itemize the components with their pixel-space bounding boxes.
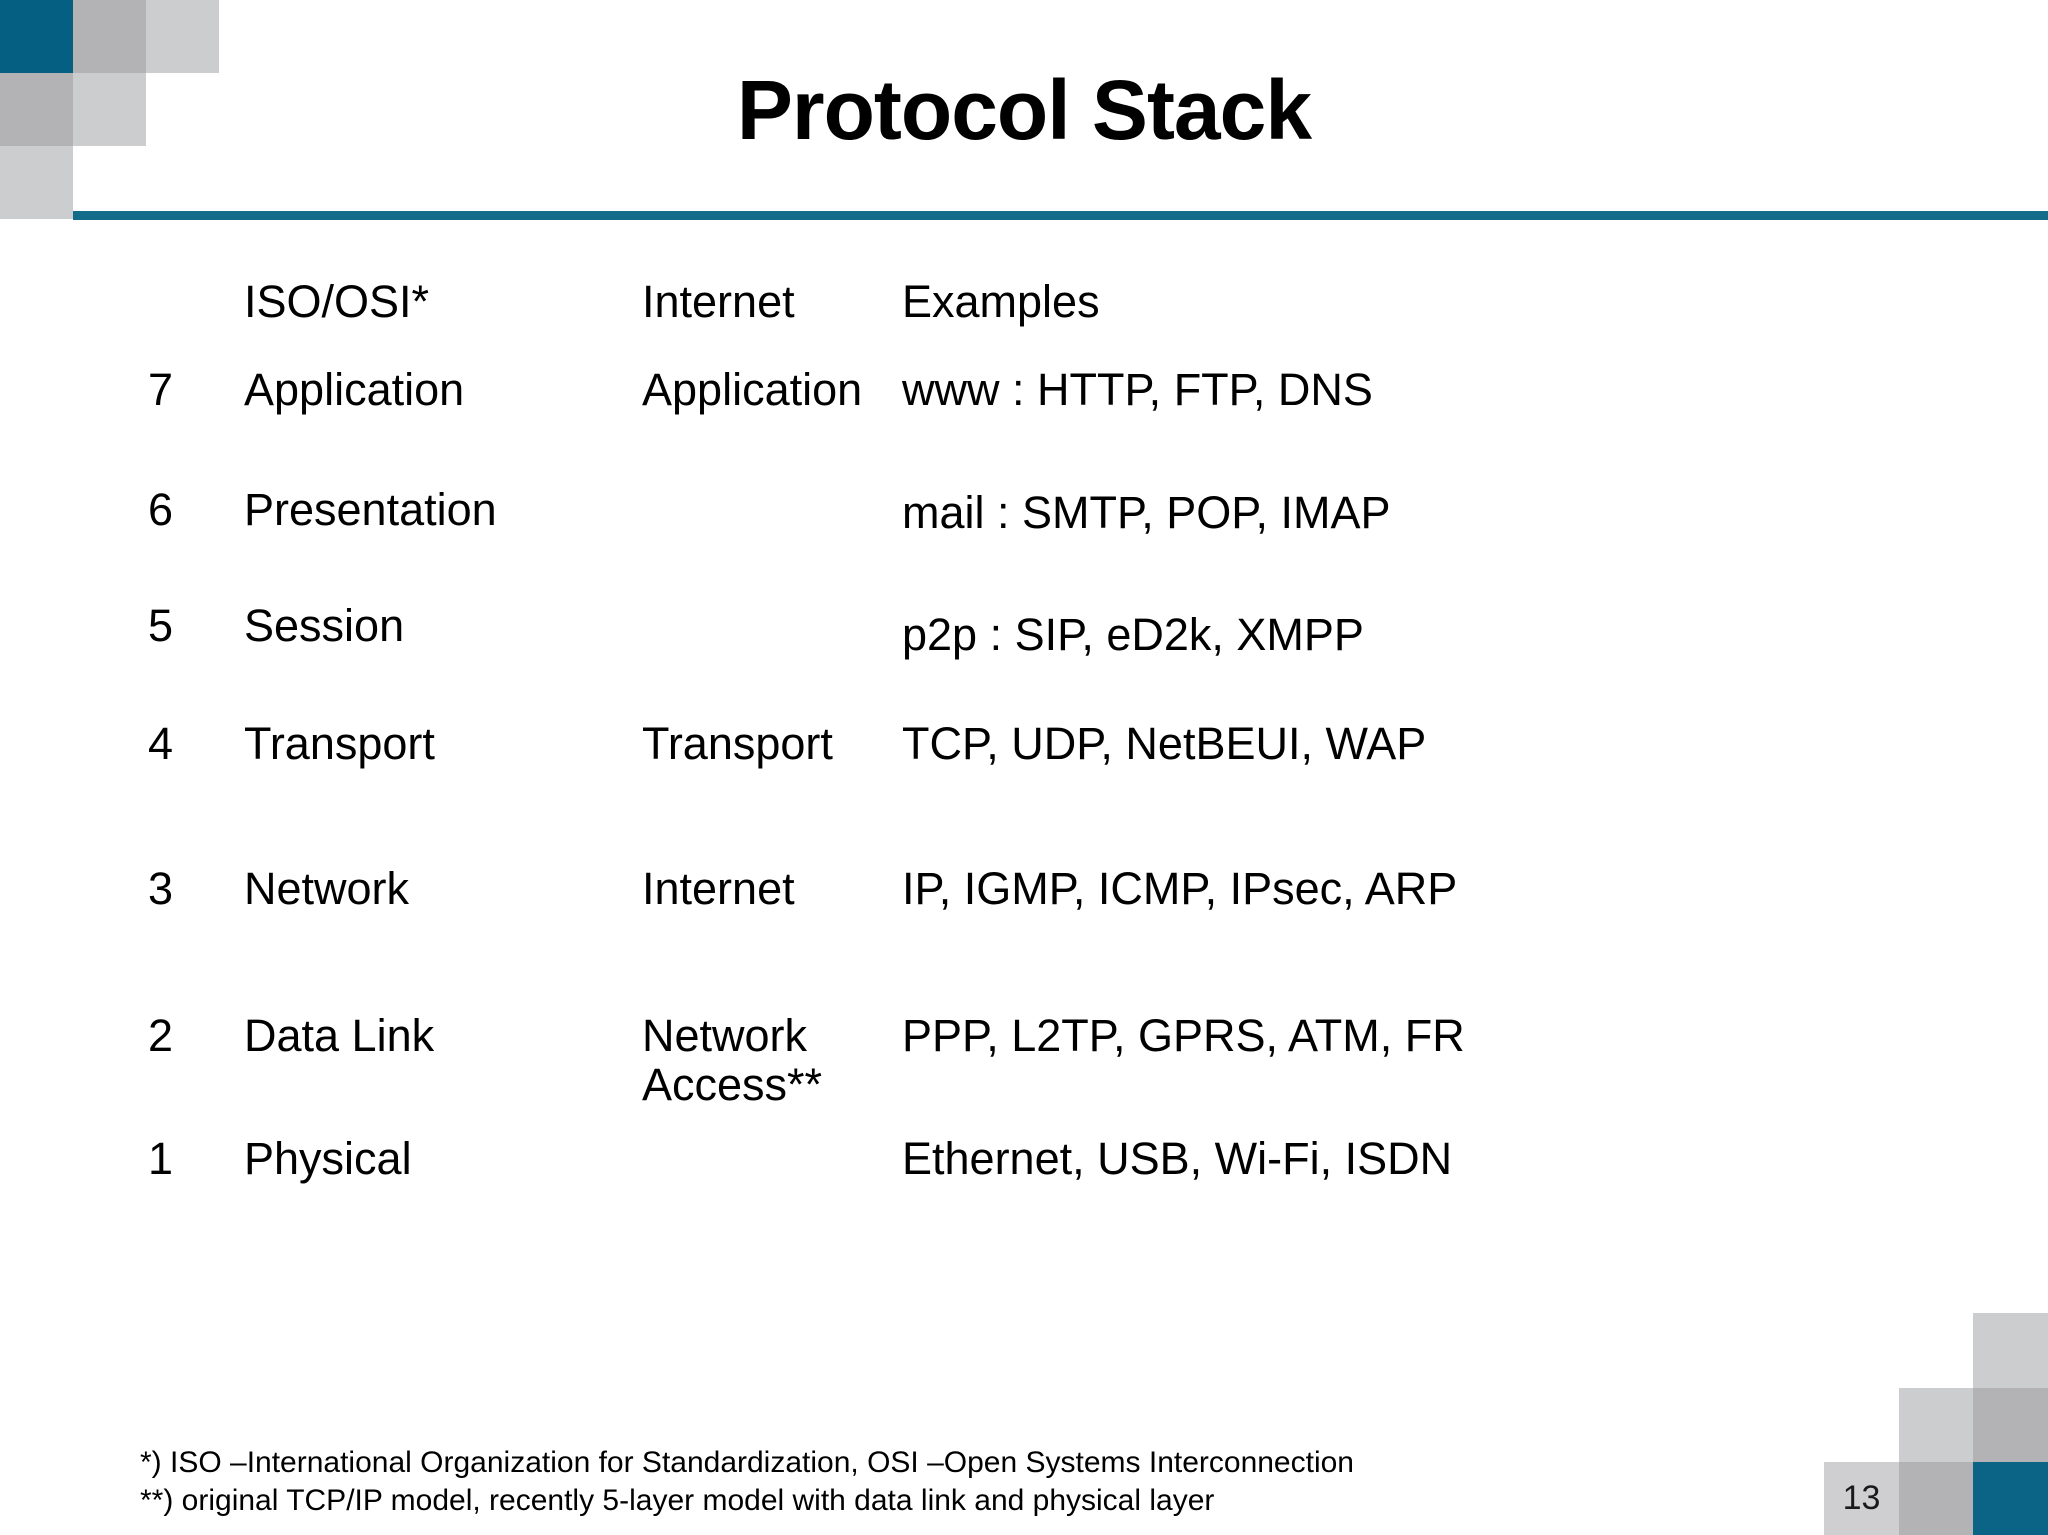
header-cell-iso-osi: ISO/OSI* xyxy=(230,268,628,356)
table-header-row: ISO/OSI* Internet Examples xyxy=(134,268,1911,356)
row-iso-2: Data Link xyxy=(230,1002,628,1125)
deco-block-left-mid xyxy=(0,73,73,146)
row-number-7: 7 xyxy=(134,356,230,476)
examples-p2p: p2p : SIP, eD2k, XMPP xyxy=(902,609,1364,661)
row-examples-network-access-group: PPP, L2TP, GPRS, ATM, FR Ethernet, USB, … xyxy=(888,1002,1911,1272)
protocol-stack-table: ISO/OSI* Internet Examples 7 Application… xyxy=(134,268,1911,1272)
deco-block-top-left-blue xyxy=(0,0,73,73)
row-number-1: 1 xyxy=(134,1125,230,1272)
deco-block-bottom-center-mid xyxy=(1899,1462,1973,1535)
row-internet-application: Application xyxy=(628,356,888,710)
table-row: 6 Presentation xyxy=(134,476,1911,592)
row-iso-5: Session xyxy=(230,592,628,710)
page-title: Protocol Stack xyxy=(736,63,1312,157)
examples-datalink: PPP, L2TP, GPRS, ATM, FR xyxy=(902,1010,1465,1061)
examples-spacer-3 xyxy=(902,1061,1911,1135)
examples-spacer-1 xyxy=(902,415,1911,489)
deco-block-bottom-right-light xyxy=(1973,1313,2048,1388)
table-row: 7 Application Application www : HTTP, FT… xyxy=(134,356,1911,710)
row-number-6: 6 xyxy=(134,476,230,592)
row-iso-7: Application xyxy=(230,356,628,476)
internet-network-line2: Access** xyxy=(642,1058,823,1110)
row-internet-network-access: Network Access** xyxy=(628,1002,888,1272)
footnotes: *) ISO –International Organization for S… xyxy=(140,1444,1354,1521)
table-row: 3 Network Internet IP, IGMP, ICMP, IPsec… xyxy=(134,855,1911,1002)
deco-block-center-light xyxy=(73,73,146,146)
header-cell-number xyxy=(134,268,230,356)
row-number-5: 5 xyxy=(134,592,230,710)
row-iso-3: Network xyxy=(230,855,628,1002)
title-divider-rule xyxy=(73,211,2048,220)
row-internet-internet: Internet xyxy=(628,855,888,1002)
deco-block-bottom-mid-light xyxy=(1899,1388,1973,1462)
row-number-4: 4 xyxy=(134,710,230,855)
deco-block-top-light xyxy=(146,0,219,73)
examples-www: www : HTTP, FTP, DNS xyxy=(902,364,1373,415)
header-cell-internet: Internet xyxy=(628,268,888,356)
row-iso-6: Presentation xyxy=(230,476,628,592)
table-row: 5 Session xyxy=(134,592,1911,710)
deco-block-bottom-right-mid xyxy=(1973,1388,2048,1462)
row-examples-transport: TCP, UDP, NetBEUI, WAP xyxy=(888,710,1911,855)
row-iso-1: Physical xyxy=(230,1125,628,1272)
row-internet-transport: Transport xyxy=(628,710,888,855)
row-number-2: 2 xyxy=(134,1002,230,1125)
footnote-iso-osi: *) ISO –International Organization for S… xyxy=(140,1446,1354,1479)
examples-mail: mail : SMTP, POP, IMAP xyxy=(902,486,1391,538)
page-number: 13 xyxy=(1842,1479,1881,1517)
internet-network-line1: Network xyxy=(642,1010,808,1061)
header-cell-examples: Examples xyxy=(888,268,1911,356)
footnote-tcpip: **) original TCP/IP model, recently 5-la… xyxy=(140,1484,1215,1518)
row-number-3: 3 xyxy=(134,855,230,1002)
deco-block-bottom-right-blue xyxy=(1973,1462,2048,1535)
deco-block-lower-left-light xyxy=(0,146,73,219)
table-row: 2 Data Link Network Access** PPP, L2TP, … xyxy=(134,1002,1911,1272)
table-row: 4 Transport Transport TCP, UDP, NetBEUI,… xyxy=(134,710,1911,855)
deco-block-bottom-left-light xyxy=(1824,1462,1899,1535)
table-row: 1 Physical xyxy=(134,1125,1911,1272)
examples-physical: Ethernet, USB, Wi-Fi, ISDN xyxy=(902,1132,1453,1184)
examples-spacer-2 xyxy=(902,537,1911,611)
deco-block-top-mid xyxy=(73,0,146,73)
row-iso-4: Transport xyxy=(230,710,628,855)
row-examples-network: IP, IGMP, ICMP, IPsec, ARP xyxy=(888,855,1911,1002)
row-examples-application-group: www : HTTP, FTP, DNS mail : SMTP, POP, I… xyxy=(888,356,1911,710)
